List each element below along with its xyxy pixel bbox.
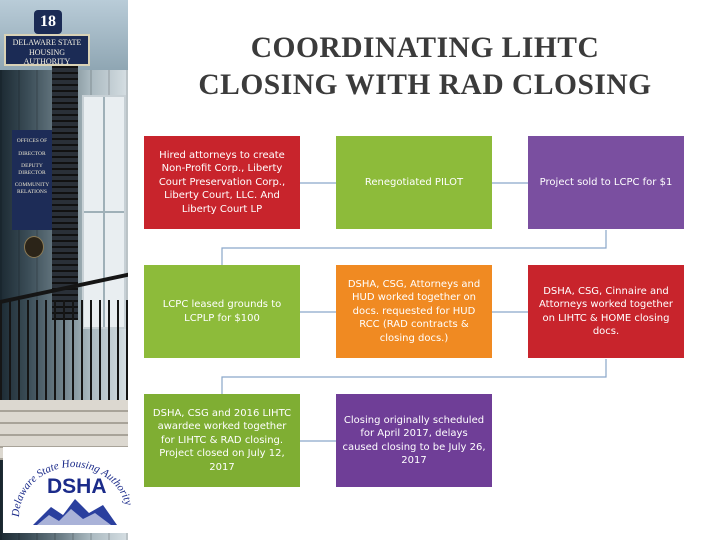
step-6-box: DSHA, CSG, Cinnaire and Attorneys worked… [528, 265, 684, 358]
office-directory-board: OFFICES OF DIRECTOR DEPUTY DIRECTOR COMM… [12, 130, 52, 230]
house-number: 18 [34, 10, 62, 34]
step-8-box: Closing originally scheduled for April 2… [336, 394, 492, 487]
connector-6-7 [221, 359, 607, 394]
step-1-text: Hired attorneys to create Non-Profit Cor… [158, 149, 286, 215]
building-photo: 18 DELAWARE STATE HOUSING AUTHORITY OFFI… [0, 0, 128, 540]
step-1-box: Hired attorneys to create Non-Profit Cor… [144, 136, 300, 229]
board-line: DEPUTY DIRECTOR [18, 163, 46, 176]
step-5-text: DSHA, CSG, Attorneys and HUD worked toge… [347, 278, 481, 344]
title-line-2: CLOSING WITH RAD CLOSING [198, 69, 652, 101]
dsha-logo: Delaware State Housing Authority DSHA [3, 447, 139, 533]
step-4-box: LCPC leased grounds to LCPLP for $100 [144, 265, 300, 358]
connector-3-4 [221, 230, 607, 265]
step-7-text: DSHA, CSG and 2016 LIHTC awardee worked … [152, 407, 292, 473]
logo-acronym: DSHA [47, 475, 107, 498]
step-3-text: Project sold to LCPC for $1 [539, 176, 673, 188]
step-6-text: DSHA, CSG, Cinnaire and Attorneys worked… [539, 285, 673, 338]
wall-plaque [24, 236, 44, 258]
step-7-box: DSHA, CSG and 2016 LIHTC awardee worked … [144, 394, 300, 487]
step-4-text: LCPC leased grounds to LCPLP for $100 [162, 299, 282, 324]
slide-title: COORDINATING LIHTC CLOSING WITH RAD CLOS… [140, 30, 710, 104]
step-5-box: DSHA, CSG, Attorneys and HUD worked toge… [336, 265, 492, 358]
step-2-text: Renegotiated PILOT [364, 176, 464, 188]
board-line: OFFICES OF [16, 138, 48, 144]
board-line: COMMUNITY RELATIONS [14, 182, 50, 195]
title-line-1: COORDINATING LIHTC [250, 32, 600, 64]
step-8-text: Closing originally scheduled for April 2… [342, 414, 486, 467]
building-sign: DELAWARE STATE HOUSING AUTHORITY [4, 34, 90, 66]
iron-railing [0, 300, 128, 410]
board-line: DIRECTOR [18, 150, 46, 157]
step-3-box: Project sold to LCPC for $1 [528, 136, 684, 229]
logo-arc-svg: Delaware State Housing Authority [10, 458, 134, 525]
window-shutter [52, 60, 78, 320]
step-2-box: Renegotiated PILOT [336, 136, 492, 229]
